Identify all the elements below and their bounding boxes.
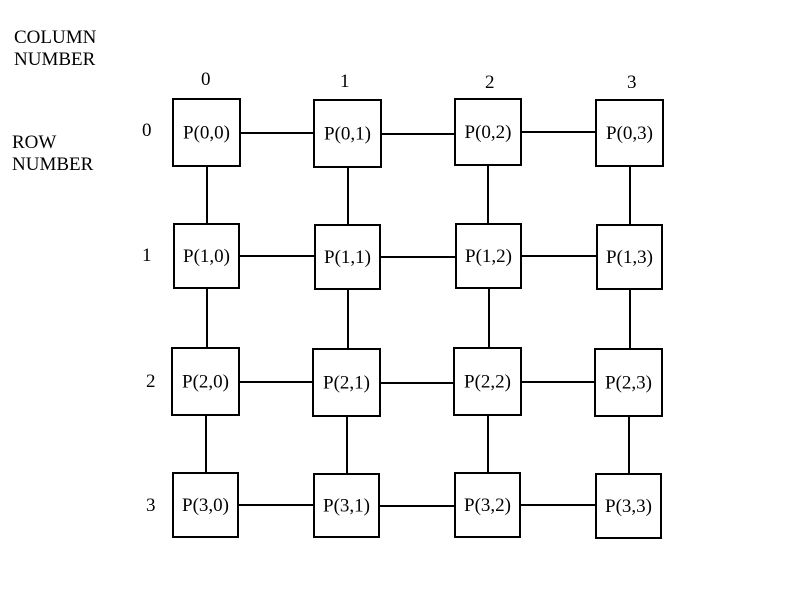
node-p-2-1: P(2,1) (312, 348, 381, 417)
node-p-2-0: P(2,0) (171, 347, 240, 416)
node-box (172, 98, 241, 167)
column-number-0: 0 (201, 69, 211, 90)
row-number-1: 1 (142, 245, 152, 266)
node-label: P(1,2) (465, 246, 512, 267)
node-p-1-2: P(1,2) (455, 223, 522, 289)
node-label: P(3,2) (464, 495, 511, 516)
column-number-1: 1 (340, 71, 350, 92)
node-p-0-2: P(0,2) (454, 98, 522, 166)
node-label: P(3,3) (605, 496, 652, 517)
node-p-1-3: P(1,3) (596, 224, 663, 290)
node-box (173, 223, 240, 289)
node-box (454, 98, 522, 166)
node-p-0-1: P(0,1) (313, 99, 382, 168)
node-p-1-1: P(1,1) (314, 224, 381, 290)
node-label: P(1,1) (324, 247, 371, 268)
node-box (313, 473, 380, 538)
node-label: P(3,1) (323, 496, 370, 517)
row-number-title-line2: NUMBER (12, 154, 94, 175)
node-box (171, 347, 240, 416)
column-number-3: 3 (627, 72, 637, 93)
row-number-0: 0 (142, 120, 152, 141)
node-box (595, 473, 662, 539)
node-box (453, 347, 522, 416)
column-number-title-line2: NUMBER (14, 49, 96, 70)
node-p-0-3: P(0,3) (595, 99, 664, 167)
node-label: P(0,1) (324, 124, 371, 145)
column-number-title-line1: COLUMN (14, 27, 97, 48)
row-number-3: 3 (146, 495, 156, 516)
node-label: P(1,3) (606, 247, 653, 268)
column-number-2: 2 (485, 72, 495, 93)
node-box (595, 99, 664, 167)
node-label: P(2,2) (464, 372, 511, 393)
node-p-3-2: P(3,2) (454, 472, 521, 538)
node-label: P(2,3) (605, 373, 652, 394)
node-label: P(0,3) (606, 123, 653, 144)
node-label: P(0,2) (465, 122, 512, 143)
node-p-3-0: P(3,0) (172, 472, 239, 538)
node-box (594, 348, 663, 417)
node-box (312, 348, 381, 417)
row-number-2: 2 (146, 371, 156, 392)
node-label: P(2,1) (323, 373, 370, 394)
node-p-3-1: P(3,1) (313, 473, 380, 538)
node-p-2-2: P(2,2) (453, 347, 522, 416)
node-p-0-0: P(0,0) (172, 98, 241, 167)
node-p-2-3: P(2,3) (594, 348, 663, 417)
node-box (314, 224, 381, 290)
node-label: P(3,0) (182, 495, 229, 516)
node-p-3-3: P(3,3) (595, 473, 662, 539)
node-p-1-0: P(1,0) (173, 223, 240, 289)
node-label: P(1,0) (183, 246, 230, 267)
node-box (455, 223, 522, 289)
row-number-title-line1: ROW (12, 132, 57, 153)
node-box (454, 472, 521, 538)
node-label: P(0,0) (183, 123, 230, 144)
node-box (596, 224, 663, 290)
node-box (172, 472, 239, 538)
node-label: P(2,0) (182, 372, 229, 393)
node-box (313, 99, 382, 168)
